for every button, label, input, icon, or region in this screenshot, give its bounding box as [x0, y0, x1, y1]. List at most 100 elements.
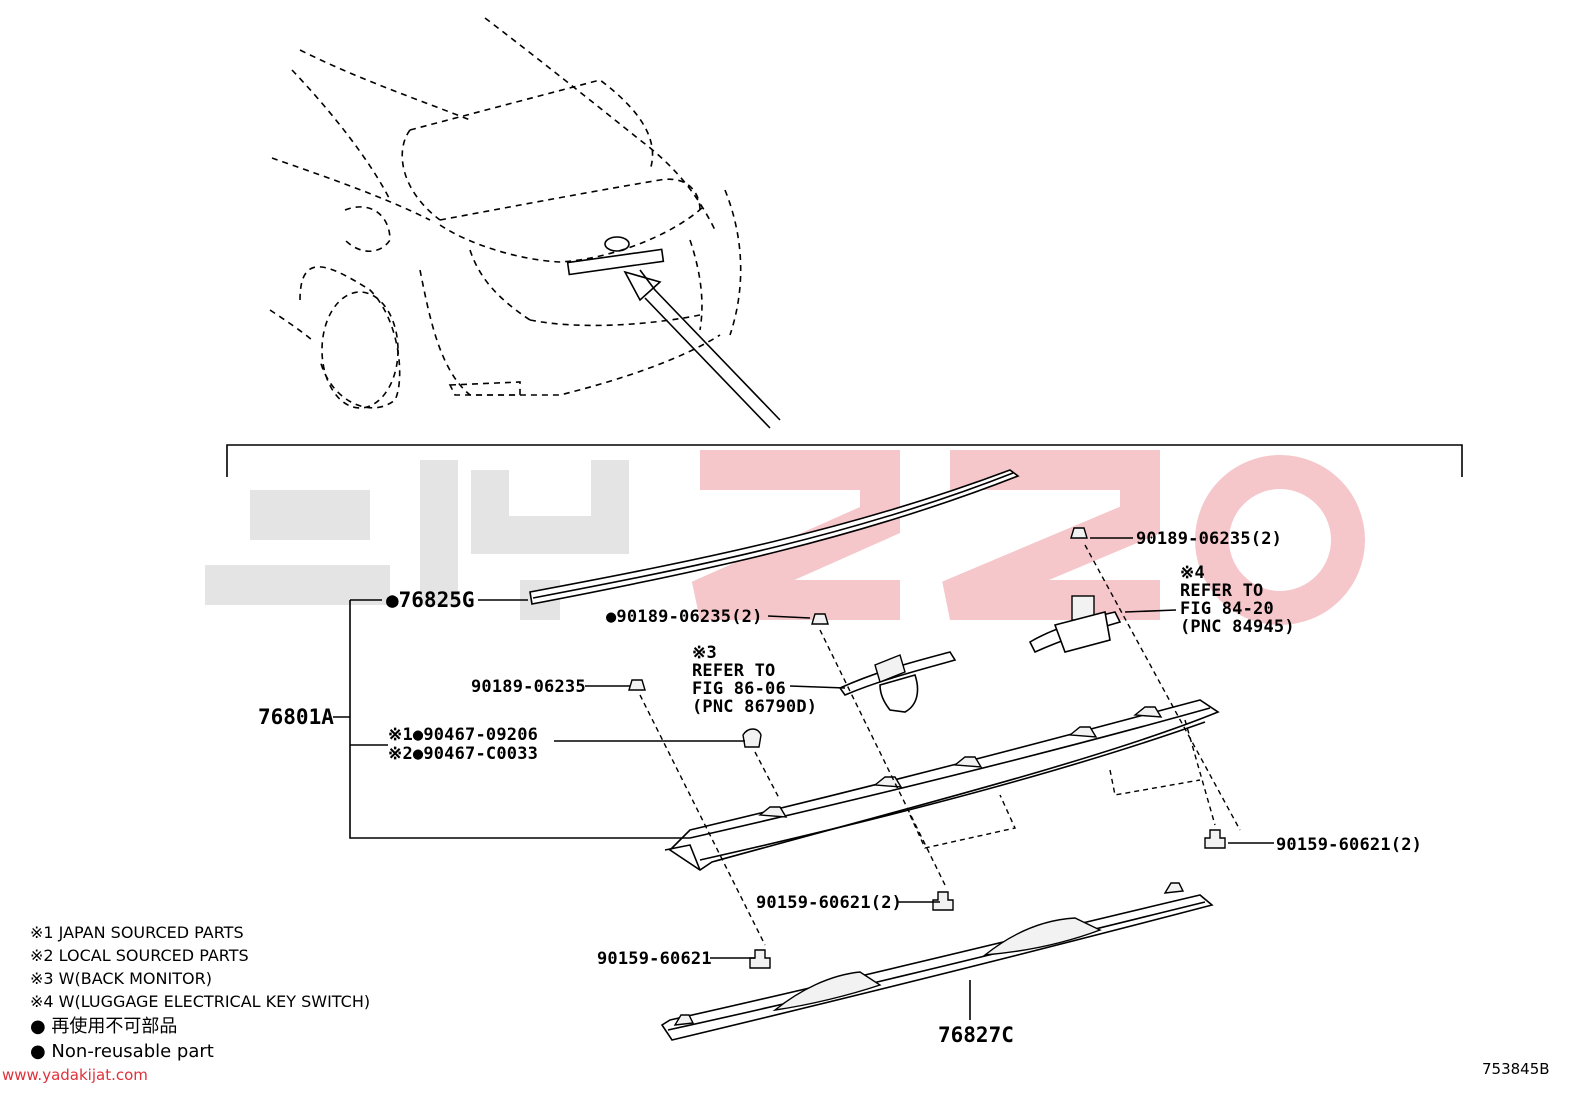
clip-mid [811, 613, 829, 625]
label-90159-right: 90159-60621(2) [1276, 835, 1422, 855]
wheel [321, 291, 399, 409]
bracket-line [226, 444, 1463, 477]
assembly-bracket [226, 444, 1463, 477]
watermark-bar-3 [420, 460, 458, 605]
car-side-line [271, 157, 431, 221]
garnish-clip-5 [1133, 706, 1163, 718]
ref4-line-3: FIG 84-20 [1180, 599, 1274, 619]
moulding-strip [529, 469, 1020, 605]
rear-window-left [401, 129, 441, 221]
car-lower-left [269, 309, 313, 341]
watermark-ring-dot [1293, 468, 1317, 492]
lower-garnish-clip-1 [673, 1014, 695, 1026]
rear-window-bottom [439, 178, 701, 221]
legend-line-1: ※1 JAPAN SOURCED PARTS [30, 923, 244, 942]
dash-mid-vertical [819, 629, 946, 886]
garnish-clip-1 [758, 806, 788, 818]
garnish-ridge [689, 707, 1211, 839]
lower-garnish-edge [667, 901, 1206, 1031]
legend-line-5: ● 再使用不可部品 [30, 1016, 177, 1037]
assembly-dashed-lines [639, 544, 1241, 946]
garnish-highlight [566, 248, 665, 276]
car-roof-right [484, 17, 716, 231]
callout-labels: ●76825G 76801A 90189-06235(2) ●90189-062… [258, 529, 1422, 1047]
watermark-url: www.yadakijat.com [2, 1066, 148, 1084]
label-90189-mid: ●90189-06235(2) [606, 607, 763, 627]
moulding-76825G [529, 469, 1020, 605]
dash-left-vertical [639, 694, 766, 946]
luggage-key-switch [1028, 595, 1122, 654]
bumper-top [529, 314, 701, 327]
car-roof-top-left [299, 49, 471, 121]
leader-ref3 [789, 685, 846, 689]
label-90189-left: 90189-06235 [471, 677, 586, 697]
watermark-bar-1 [250, 490, 370, 540]
location-arrow-head [623, 270, 662, 302]
clip-left [628, 679, 646, 691]
leader-ref4 [1124, 609, 1177, 613]
moulding-strip-inner [532, 472, 1014, 599]
label-90467-1: ※1●90467-09206 [388, 725, 538, 745]
car-right-edge [724, 189, 742, 336]
ref4-line-2: REFER TO [1180, 581, 1263, 601]
garnish-body [668, 699, 1220, 871]
camera-connector [874, 654, 906, 683]
dash-right-jog [1109, 769, 1201, 796]
label-90467-2: ※2●90467-C0033 [388, 744, 538, 764]
screw-mid [932, 891, 954, 911]
car-rear-illustration [269, 17, 781, 429]
car-roof-left [291, 69, 391, 201]
wheel-arch [299, 266, 401, 409]
ref3-line-2: REFER TO [692, 661, 775, 681]
screw-left [749, 949, 771, 969]
leader-90189-mid [767, 615, 811, 619]
label-90159-left: 90159-60621 [597, 949, 712, 969]
ref3-line-1: ※3 [692, 643, 717, 663]
garnish-clip-4 [1068, 726, 1098, 738]
location-arrow-shaft [639, 269, 781, 421]
tail-right [689, 239, 703, 331]
lower-garnish-clip-2 [1163, 882, 1185, 894]
screw-right [1204, 829, 1226, 849]
watermark-shape-1 [471, 460, 629, 554]
emblem [604, 236, 630, 252]
ref4-line-4: (PNC 84945) [1180, 617, 1295, 637]
lower-garnish-boss-1 [772, 971, 882, 1012]
bumper-body [419, 269, 721, 396]
ref3-line-3: FIG 86-06 [692, 679, 786, 699]
ref3-line-4: (PNC 86790D) [692, 697, 817, 717]
dash-right-lower [1184, 719, 1216, 826]
back-monitor-camera [838, 651, 957, 713]
leader-lines [333, 537, 1274, 1020]
garnish-clip-3 [953, 756, 983, 768]
garnish-end-cap [664, 844, 701, 871]
label-76825G: ●76825G [386, 588, 475, 612]
reference-note-4: ※4 REFER TO FIG 84-20 (PNC 84945) [1180, 563, 1295, 637]
dash-right-vertical [1084, 544, 1241, 831]
legend-line-2: ※2 LOCAL SOURCED PARTS [30, 946, 249, 965]
legend-line-4: ※4 W(LUGGAGE ELECTRICAL KEY SWITCH) [30, 992, 370, 1011]
fasteners [628, 527, 1226, 969]
garnish-clip-2 [873, 776, 903, 788]
garnish-lower-edge [699, 721, 1206, 861]
legend: ※1 JAPAN SOURCED PARTS ※2 LOCAL SOURCED … [30, 923, 370, 1062]
legend-line-6: ● Non-reusable part [30, 1041, 214, 1062]
location-arrow-shaft-2 [644, 297, 771, 429]
label-90159-mid: 90159-60621(2) [756, 893, 902, 913]
fuel-lid [344, 206, 391, 253]
camera-body [879, 674, 919, 713]
label-90189-top-right: 90189-06235(2) [1136, 529, 1282, 549]
legend-line-3: ※3 W(BACK MONITOR) [30, 969, 212, 988]
tail-left [469, 249, 531, 321]
ref4-line-1: ※4 [1180, 563, 1205, 583]
dash-clip-90467 [754, 751, 781, 801]
trunk-top [439, 204, 706, 263]
switch-body [1053, 611, 1111, 653]
watermark-ring [1195, 455, 1365, 625]
clip-90467 [742, 728, 762, 748]
garnish-76827C [660, 882, 1214, 1041]
watermark-bar-2 [205, 565, 390, 605]
rear-window-top [409, 79, 654, 171]
